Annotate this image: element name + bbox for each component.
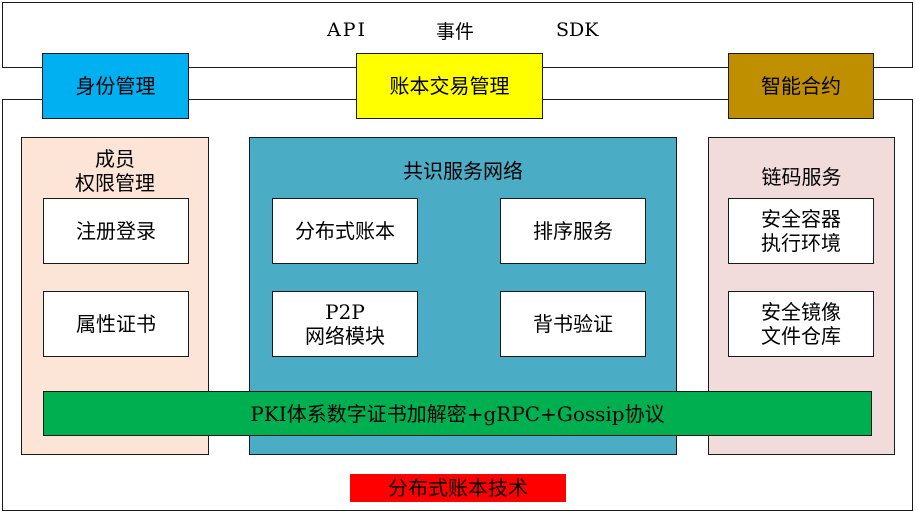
ledger-transaction-tab: 账本交易管理 [356, 53, 543, 119]
p2p-network-module-box: P2P 网络模块 [272, 291, 418, 357]
identity-management-tab: 身份管理 [42, 53, 189, 119]
consensus-network-title: 共识服务网络 [403, 159, 523, 183]
secure-container-box: 安全容器 执行环境 [728, 198, 874, 264]
p2p-line-2: 网络模块 [305, 324, 385, 348]
register-login-box: 注册登录 [43, 198, 189, 264]
member-permission-title: 成员 权限管理 [21, 147, 209, 195]
smart-contract-tab: 智能合约 [728, 53, 874, 119]
sdk-label: SDK [556, 19, 599, 41]
event-label: 事件 [436, 21, 475, 43]
secure-image-line-1: 安全镜像 [761, 300, 841, 324]
secure-container-line-1: 安全容器 [761, 207, 841, 231]
attribute-certificate-box: 属性证书 [43, 291, 189, 357]
api-label: API [327, 19, 368, 41]
protocol-bar: PKI体系数字证书加解密+gRPC+Gossip协议 [43, 391, 872, 436]
distributed-ledger-tech-label: 分布式账本技术 [350, 474, 566, 502]
secure-container-line-2: 执行环境 [761, 231, 841, 255]
distributed-ledger-box: 分布式账本 [272, 198, 418, 264]
member-permission-title-line-1: 成员 [95, 147, 135, 171]
chaincode-service-title: 链码服务 [761, 165, 842, 189]
secure-image-line-2: 文件仓库 [761, 324, 841, 348]
secure-image-repo-box: 安全镜像 文件仓库 [728, 291, 874, 357]
endorsement-verification-box: 背书验证 [500, 291, 646, 357]
p2p-line-1: P2P [325, 300, 365, 324]
member-permission-title-line-2: 权限管理 [75, 171, 155, 195]
ordering-service-box: 排序服务 [500, 198, 646, 264]
